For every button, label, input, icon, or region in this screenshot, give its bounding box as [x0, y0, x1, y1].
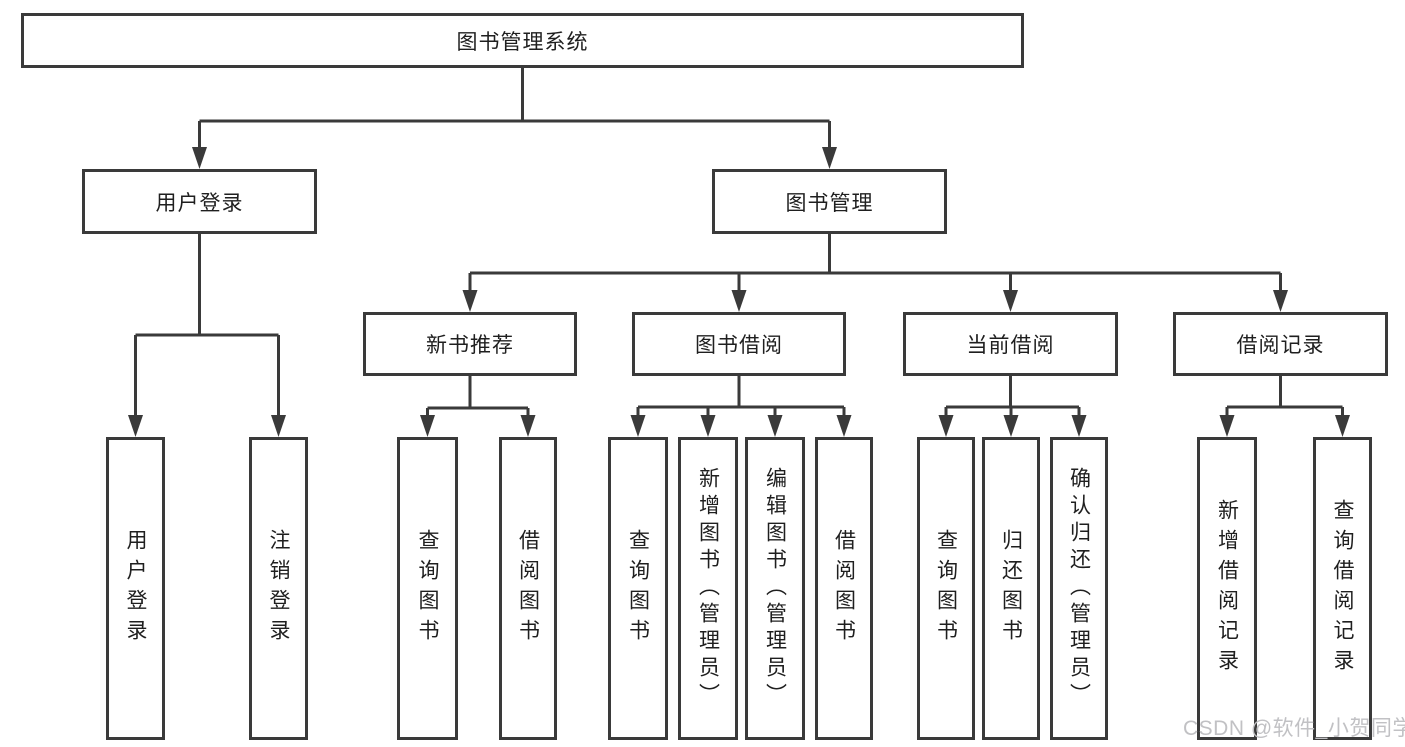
connector-book-mgmt: [468, 233, 1282, 293]
connector-book-borrow: [636, 375, 846, 418]
leaf-query-book-1: 查询图书: [397, 437, 458, 740]
connector-new-book-rec: [426, 375, 530, 418]
node-current-borrow: 当前借阅: [903, 312, 1118, 376]
leaf-return-book: 归还图书: [982, 437, 1040, 740]
leaf-query-book-3: 查询图书: [917, 437, 975, 740]
connector-root: [198, 67, 831, 149]
leaf-query-borrow-record: 查询借阅记录: [1313, 437, 1372, 740]
node-borrow-records: 借阅记录: [1173, 312, 1388, 376]
leaf-query-book-2: 查询图书: [608, 437, 668, 740]
node-book-mgmt: 图书管理: [712, 169, 947, 234]
node-user-login: 用户登录: [82, 169, 317, 234]
connector-current-borrow: [944, 375, 1081, 418]
leaf-logout: 注销登录: [249, 437, 308, 740]
leaf-borrow-book-1: 借阅图书: [499, 437, 557, 740]
leaf-borrow-book-2: 借阅图书: [815, 437, 873, 740]
leaf-add-book: 新增图书（管理员）: [678, 437, 738, 740]
node-book-borrow: 图书借阅: [632, 312, 846, 376]
leaf-edit-book: 编辑图书（管理员）: [745, 437, 805, 740]
leaf-confirm-return: 确认归还（管理员）: [1050, 437, 1108, 740]
connector-user-login: [134, 233, 280, 418]
node-new-book-rec: 新书推荐: [363, 312, 577, 376]
connector-borrow-records: [1225, 375, 1344, 418]
leaf-user-login: 用户登录: [106, 437, 165, 740]
node-root: 图书管理系统: [21, 13, 1024, 68]
leaf-add-borrow-record: 新增借阅记录: [1197, 437, 1257, 740]
csdn-watermark: CSDN @软件_小贺同学: [1183, 717, 1405, 740]
